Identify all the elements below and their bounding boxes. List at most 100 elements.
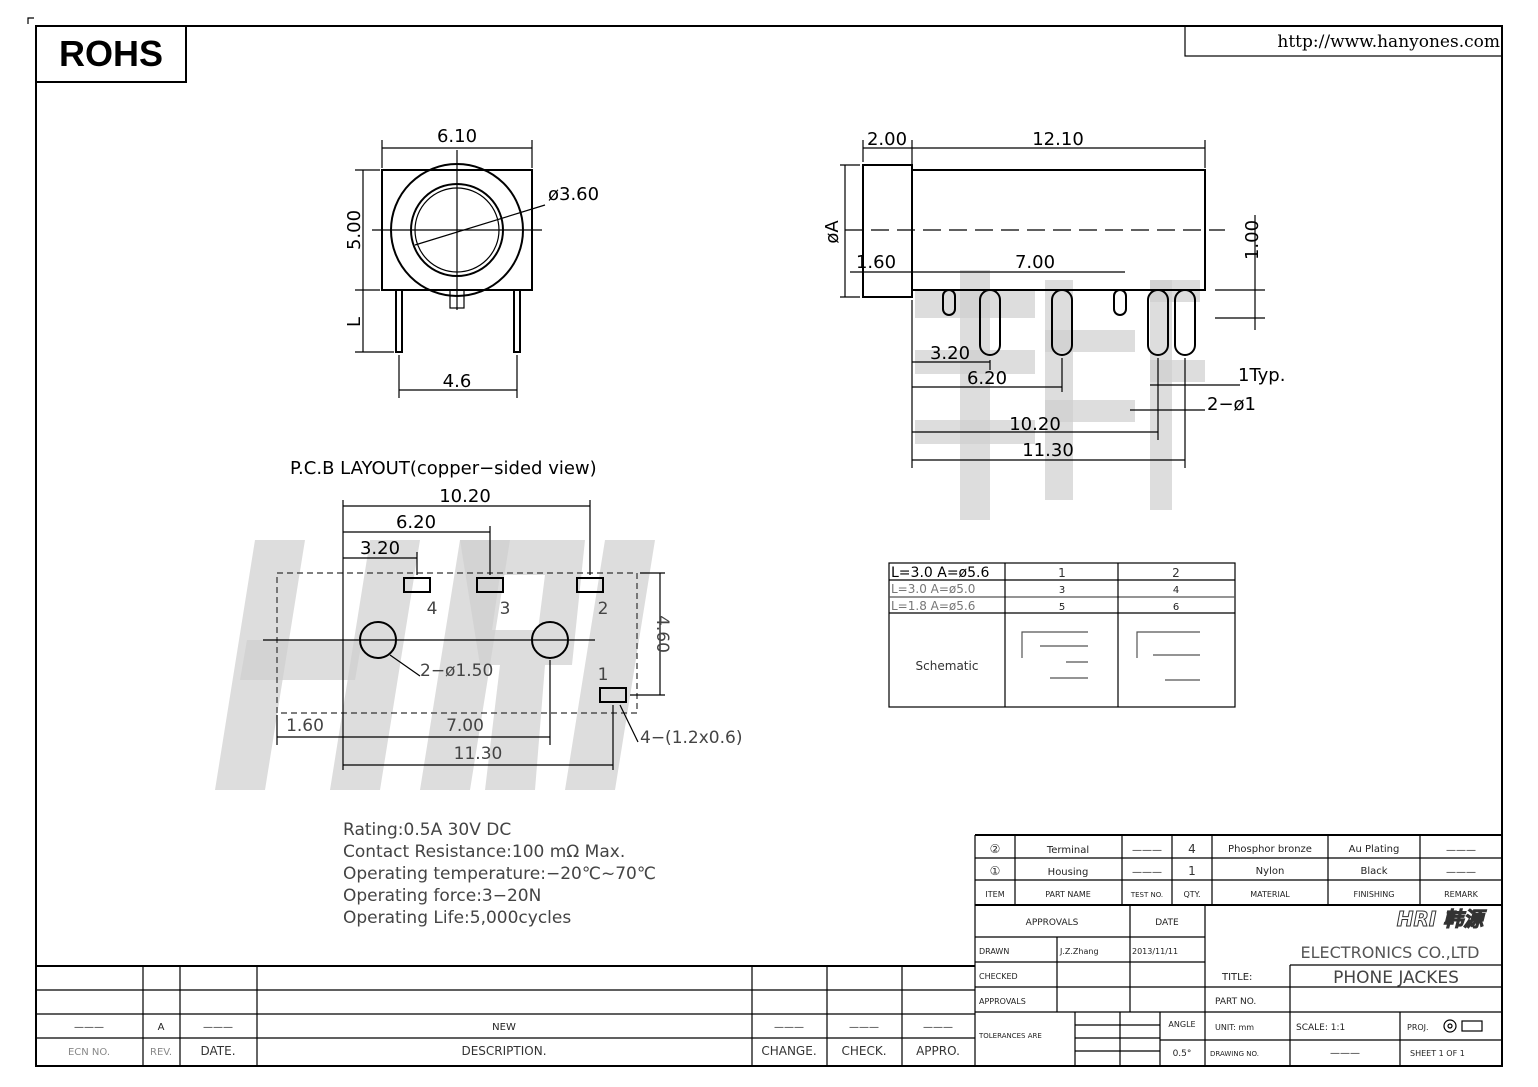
rev-appro: ——— [923, 1022, 953, 1033]
schematic-2-diagram [1136, 631, 1200, 681]
bom-table: ② Terminal ——— 4 Phosphor bronze Au Plat… [975, 834, 1502, 906]
pcb-dim-1020: 10.20 [439, 486, 491, 507]
bom-2-item: ① [990, 864, 1001, 878]
dim-160: 1.60 [856, 252, 896, 273]
dim-holes: 2−ø1 [1207, 394, 1256, 415]
title-block: APPROVALS DATE DRAWN J.Z.Zhang 2013/11/1… [975, 905, 1502, 1066]
date-header: DATE [1155, 918, 1179, 928]
website-url[interactable]: http://www.hanyones.com [1277, 32, 1500, 52]
dim-width: 6.10 [437, 126, 477, 147]
bom-header-name: PART NAME [1045, 890, 1091, 899]
bom-1-test: ——— [1132, 845, 1162, 856]
rev-ecn: ——— [74, 1022, 104, 1033]
watermark-logo [215, 270, 1205, 790]
sheet-label: SHEET 1 OF 1 [1410, 1049, 1465, 1058]
spec-rating: Rating:0.5A 30V DC [343, 820, 511, 840]
drawing-border [35, 25, 1503, 1067]
dim-1130: 11.30 [1022, 440, 1074, 461]
pcb-title: P.C.B LAYOUT(copper−sided view) [290, 458, 597, 479]
variant-row-2-a: 3 [1059, 585, 1065, 596]
pad-label-2: 2 [598, 599, 609, 619]
angle-label: ANGLE [1168, 1020, 1195, 1029]
drawn-by: J.Z.Zhang [1059, 947, 1099, 956]
drawn-date: 2013/11/11 [1132, 947, 1178, 956]
rev-header-description: DESCRIPTION. [461, 1044, 546, 1058]
approvals-label: APPROVALS [979, 997, 1026, 1006]
drawing-no: ——— [1330, 1048, 1360, 1059]
spec-temperature: Operating temperature:−20℃~70℃ [343, 864, 656, 884]
dim-diameter: ø3.60 [548, 184, 599, 205]
front-view: 6.10 ø3.60 5.00 L 4.6 [344, 126, 599, 398]
dim-height: 5.00 [344, 210, 365, 250]
approvals-header: APPROVALS [1026, 918, 1079, 928]
dim-typ: 1Typ. [1238, 365, 1285, 386]
pcb-dim-160: 1.60 [286, 716, 324, 736]
company-name: ELECTRONICS CO.,LTD [1301, 943, 1480, 962]
rev-date: ——— [203, 1022, 233, 1033]
specifications: Rating:0.5A 30V DC Contact Resistance:10… [343, 820, 656, 928]
dim-320: 3.20 [930, 343, 970, 364]
pad-label-4: 4 [427, 599, 438, 619]
rev-header-ecn: ECN NO. [68, 1047, 110, 1058]
bom-header-remark: REMARK [1444, 890, 1479, 899]
pcb-dim-700: 7.00 [446, 716, 484, 736]
variant-table: L=3.0 A=ø5.6 1 2 L=3.0 A=ø5.0 3 4 L=1.8 … [888, 562, 1236, 708]
rev-header-date: DATE. [200, 1044, 235, 1058]
checked-label: CHECKED [979, 972, 1018, 981]
tolerances-label: TOLERANCES ARE [978, 1032, 1042, 1040]
corner-mark [27, 17, 34, 24]
url-box [1184, 25, 1503, 57]
bom-header-item: ITEM [985, 890, 1004, 899]
bom-2-material: Nylon [1256, 866, 1285, 877]
dim-620: 6.20 [967, 368, 1007, 389]
variant-row-2-b: 4 [1173, 585, 1179, 596]
projection-label: PROJ. [1407, 1023, 1429, 1032]
bom-1-qty: 4 [1188, 842, 1196, 856]
drawn-label: DRAWN [979, 947, 1009, 956]
dim-pin-length: L [344, 317, 365, 327]
rev-header-check: CHECK. [841, 1044, 886, 1058]
company-logo: HRI 韩源 [1397, 907, 1488, 931]
dim-diameter-a: øA [822, 220, 843, 244]
pcb-pad-size: 4−(1.2x0.6) [640, 728, 742, 748]
rohs-box [35, 25, 187, 83]
watermark-latin-shape [215, 540, 655, 790]
part-no-label: PART NO. [1215, 997, 1256, 1007]
rev-description: NEW [492, 1022, 516, 1033]
title-label: TITLE: [1221, 972, 1252, 983]
pcb-holes: 2−ø1.50 [420, 661, 493, 681]
dim-1020: 10.20 [1009, 414, 1061, 435]
pcb-dim-1130: 11.30 [454, 744, 503, 764]
side-view: 2.00 12.10 øA 1.60 7.00 1.00 3.20 6.20 1… [822, 129, 1285, 468]
pcb-dim-620: 6.20 [396, 512, 436, 533]
bom-2-test: ——— [1132, 867, 1162, 878]
bom-2-name: Housing [1048, 867, 1089, 878]
pcb-dim-320: 3.20 [360, 538, 400, 559]
bom-2-remark: ——— [1446, 867, 1476, 878]
spec-contact-resistance: Contact Resistance:100 mΩ Max. [343, 842, 625, 862]
bom-1-remark: ——— [1446, 845, 1476, 856]
pad-label-1: 1 [598, 665, 609, 685]
dim-body: 12.10 [1032, 129, 1084, 150]
bom-header-qty: QTY. [1184, 890, 1201, 899]
rohs-label: ROHS [59, 33, 163, 74]
variant-row-1-b: 2 [1172, 566, 1180, 580]
schematic-1-diagram [1021, 631, 1088, 679]
variant-row-3-b: 6 [1173, 602, 1179, 613]
dim-700: 7.00 [1015, 252, 1055, 273]
scale-label: SCALE: 1:1 [1296, 1023, 1345, 1033]
rev-header-rev: REV. [150, 1047, 172, 1058]
rev-header-change: CHANGE. [761, 1044, 816, 1058]
pcb-dim-460: 4.60 [652, 615, 672, 653]
projection-symbol-icon [1443, 1019, 1483, 1033]
bom-1-name: Terminal [1046, 845, 1089, 856]
spec-life: Operating Life:5,000cycles [343, 908, 571, 928]
bom-1-item: ② [990, 842, 1001, 856]
bom-1-material: Phosphor bronze [1228, 844, 1312, 855]
watermark-chinese-shape [915, 270, 1205, 520]
bom-header-material: MATERIAL [1250, 890, 1290, 899]
angle-value: 0.5° [1173, 1049, 1192, 1059]
drawing-no-label: DRAWING NO. [1210, 1050, 1259, 1058]
dim-pin-pitch: 4.6 [443, 371, 472, 392]
